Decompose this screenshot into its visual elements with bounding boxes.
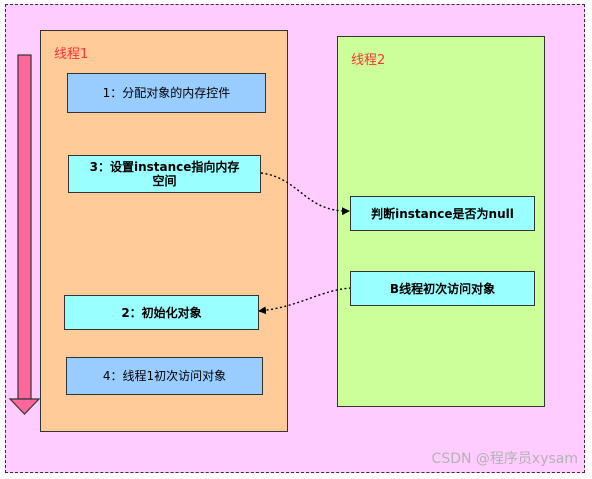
step3-box: 3：设置instance指向内存 空间 — [68, 155, 261, 193]
thread1-title: 线程1 — [54, 47, 89, 62]
step4-label: 4：线程1初次访问对象 — [102, 369, 227, 383]
step3-label-line1: 3：设置instance指向内存 — [89, 160, 240, 174]
check-null-box: 判断instance是否为null — [350, 196, 535, 231]
step3-label-line2: 空间 — [152, 174, 177, 188]
check-null-label: 判断instance是否为null — [371, 206, 514, 221]
timeline-arrow — [8, 54, 41, 415]
step4-box: 4：线程1初次访问对象 — [66, 357, 263, 395]
b-first-access-label: B线程初次访问对象 — [389, 281, 496, 296]
step1-label: 1：分配对象的内存控件 — [102, 86, 231, 100]
connector-step3-to-check — [260, 172, 350, 216]
step2-box: 2：初始化对象 — [64, 295, 259, 330]
step1-box: 1：分配对象的内存控件 — [67, 73, 266, 113]
b-first-access-box: B线程初次访问对象 — [350, 271, 535, 306]
step2-label: 2：初始化对象 — [121, 305, 202, 320]
thread2-title: 线程2 — [351, 53, 386, 68]
connector-baccess-to-step2 — [258, 287, 352, 315]
watermark: CSDN @程序员xysam — [431, 451, 578, 467]
